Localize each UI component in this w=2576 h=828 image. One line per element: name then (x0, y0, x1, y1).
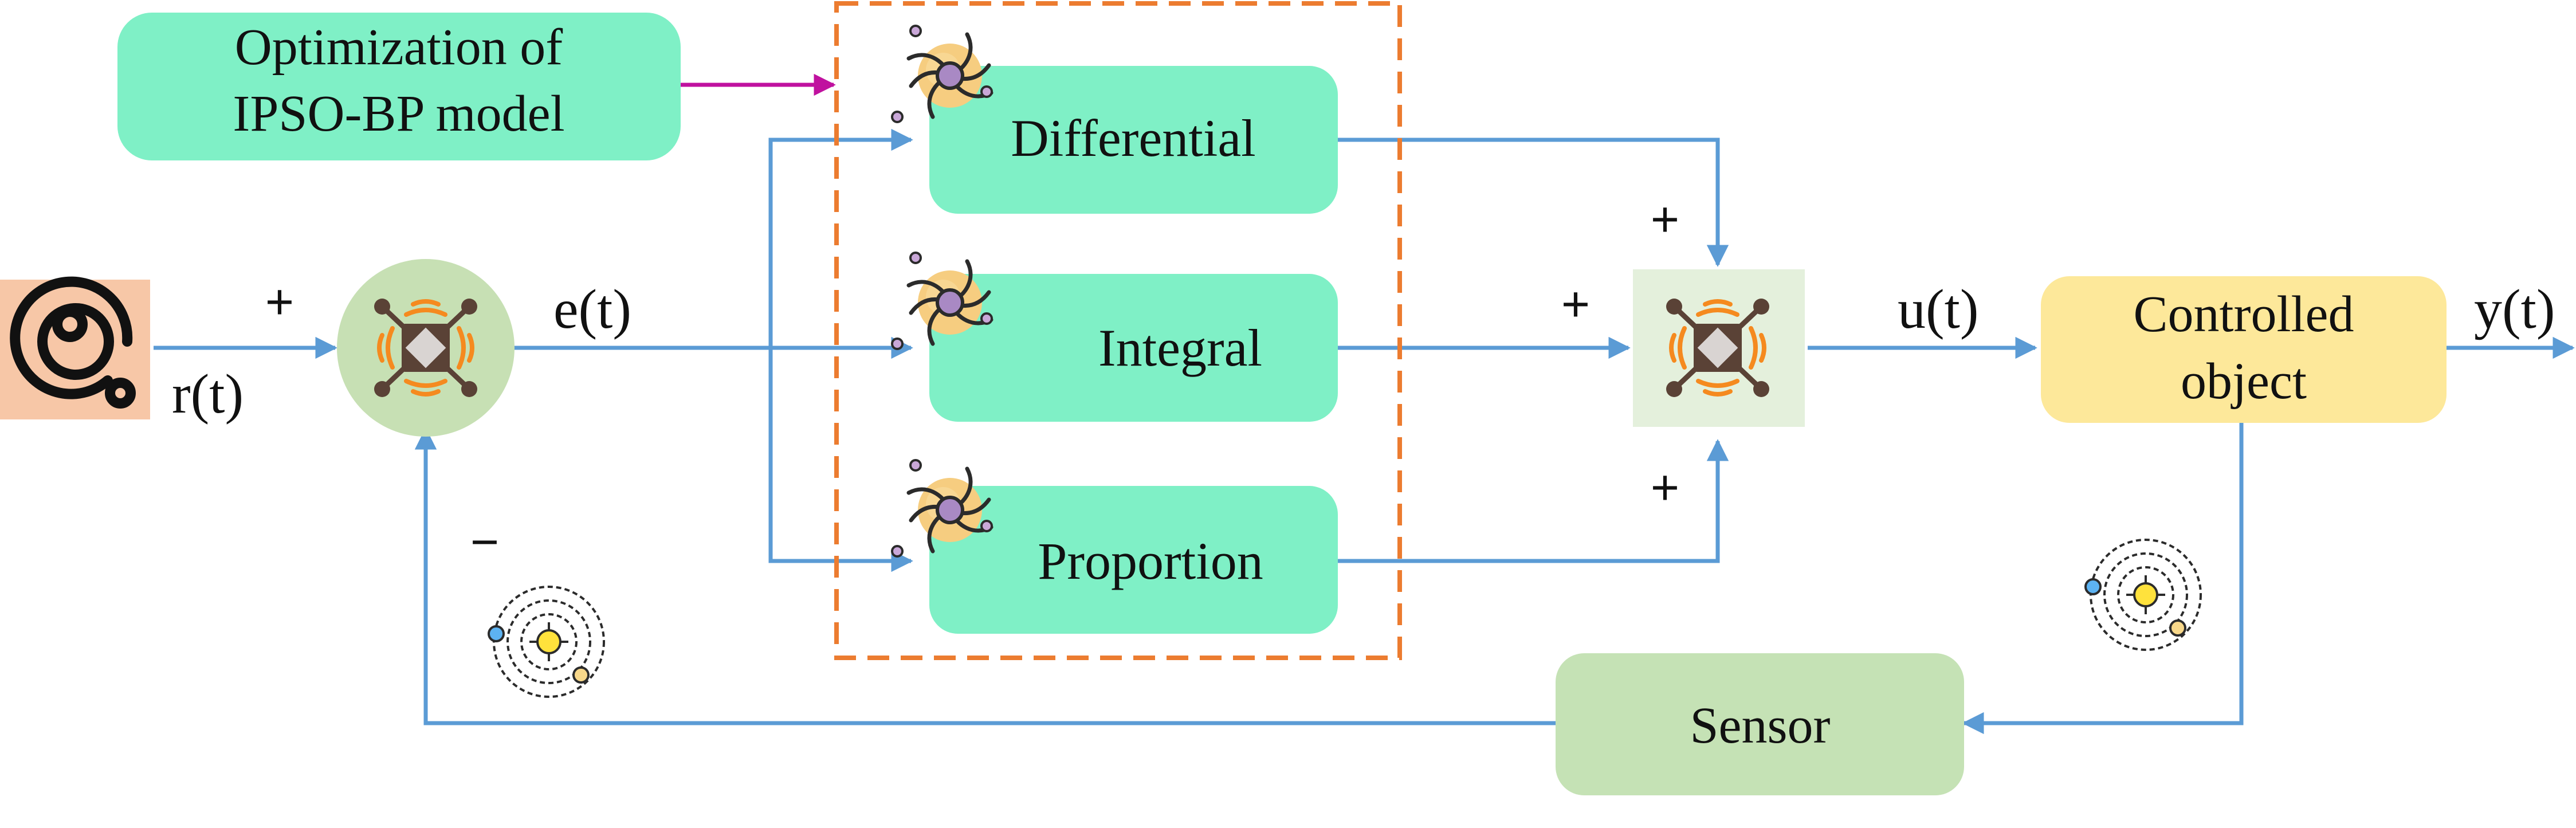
controlled-object-block: Controlled object (2041, 276, 2447, 423)
solar-orbit-icon (488, 586, 605, 698)
pid-frame (834, 1, 1402, 660)
summing-junction-1 (337, 259, 515, 437)
sensor-block: Sensor (1556, 653, 1964, 795)
integral-block: Integral (929, 274, 1338, 422)
reference-signal-label: r(t) (172, 363, 244, 425)
integral-label: Integral (1098, 319, 1262, 377)
optimization-block: Optimization of IPSO-BP model (117, 13, 681, 160)
signal-lines (154, 128, 2575, 735)
differential-label: Differential (1011, 109, 1255, 167)
proportion-label: Proportion (1038, 532, 1263, 590)
plant-to-sensor-line (1962, 423, 2244, 735)
optimization-label-line2: IPSO-BP model (233, 85, 564, 142)
control-signal-label: u(t) (1898, 278, 1979, 340)
reference-source (0, 276, 150, 419)
summer1-minus-sign: − (470, 515, 499, 570)
proportion-block: Proportion (929, 486, 1338, 634)
controlled-object-label-line2: object (2181, 353, 2307, 410)
summer2-plus-integral: + (1561, 277, 1590, 332)
proportion-output-line (1338, 439, 1729, 563)
feedback-line (414, 427, 1556, 725)
branch-to-differential (768, 128, 913, 348)
summing-junction-2 (1633, 269, 1805, 427)
summer2-plus-differential: + (1651, 192, 1679, 247)
branch-to-proportion (768, 348, 913, 572)
summer1-plus-sign: + (265, 274, 294, 329)
concentric-rings-icon (10, 276, 136, 409)
error-signal-label: e(t) (553, 278, 631, 340)
solar-orbit-icon (2084, 539, 2202, 651)
output-signal-label: y(t) (2474, 278, 2555, 340)
sensor-label: Sensor (1690, 697, 1831, 754)
differential-block: Differential (929, 66, 1338, 214)
differential-output-line (1338, 138, 1729, 267)
controlled-object-label-line1: Controlled (2134, 286, 2354, 343)
optimization-label-line1: Optimization of (235, 19, 563, 76)
summer2-plus-proportion: + (1651, 460, 1679, 515)
